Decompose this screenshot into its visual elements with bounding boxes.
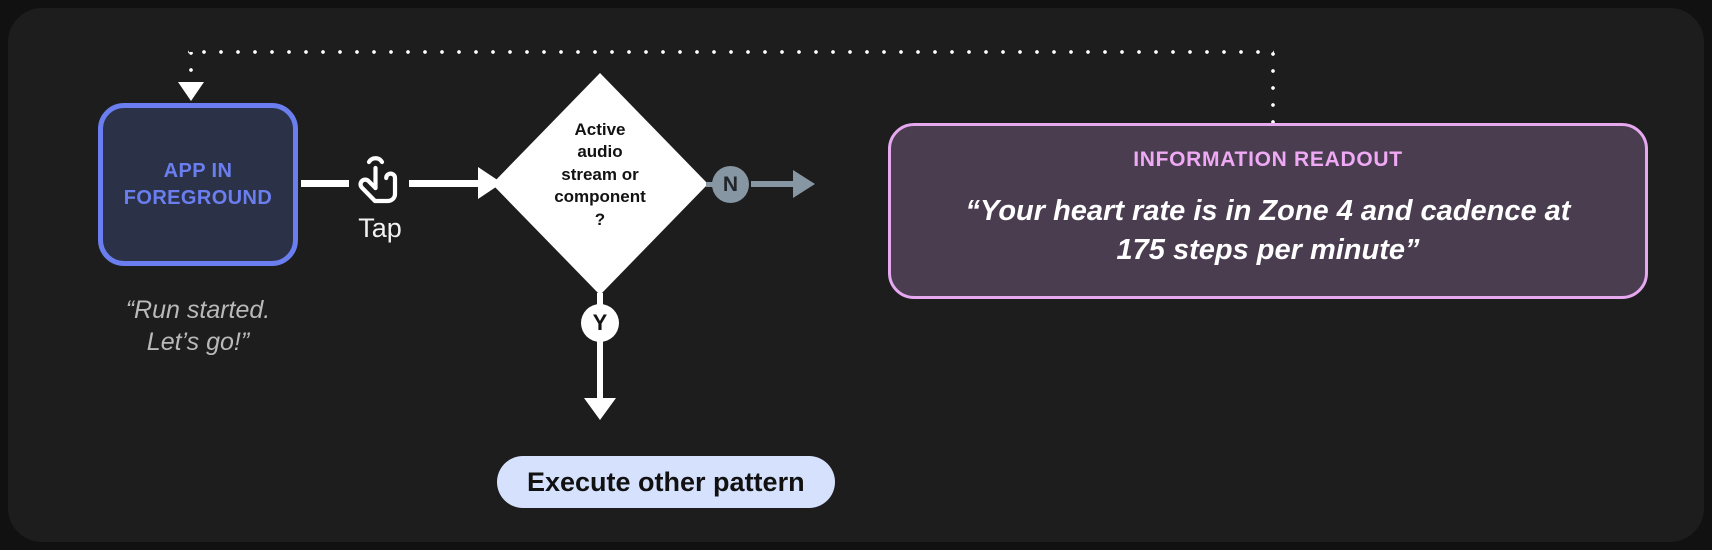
- yes-branch-line-top: [597, 293, 603, 307]
- diagram-canvas: APP IN FOREGROUND “Run started. Let’s go…: [8, 8, 1704, 542]
- readout-body: “Your heart rate is in Zone 4 and cadenc…: [938, 192, 1598, 270]
- tap-hand-icon: [349, 148, 409, 210]
- app-caption-line1: “Run started.: [125, 296, 271, 324]
- node-app-in-foreground[interactable]: APP IN FOREGROUND: [98, 103, 298, 266]
- app-node-label-line2: FOREGROUND: [123, 186, 273, 209]
- node-decision-active-audio[interactable]: Active audio stream or component ?: [492, 73, 708, 295]
- feedback-arrowhead-icon: [178, 82, 204, 101]
- decision-label: Active audio stream or component ?: [520, 119, 680, 231]
- readout-body-line2: 175 steps per minute”: [1116, 233, 1420, 266]
- feedback-path-vertical-left: [188, 52, 194, 88]
- readout-body-line1: “Your heart rate is in Zone 4 and cadenc…: [965, 195, 1571, 227]
- app-caption-line2: Let’s go!”: [146, 328, 250, 356]
- yes-branch-line-bottom: [597, 340, 603, 402]
- yes-branch-arrowhead-icon: [584, 398, 616, 420]
- app-node-caption: “Run started. Let’s go!”: [78, 294, 318, 358]
- tap-edge-segment-left: [301, 180, 349, 187]
- decision-label-line2: audio: [577, 142, 623, 162]
- feedback-path-horizontal: [188, 49, 1274, 55]
- app-node-label-line1: APP IN: [163, 159, 233, 182]
- no-branch-badge: N: [712, 166, 749, 203]
- decision-label-line5: ?: [594, 209, 606, 229]
- node-information-readout[interactable]: INFORMATION READOUT “Your heart rate is …: [888, 123, 1648, 299]
- decision-label-line4: component: [554, 187, 646, 207]
- readout-title: INFORMATION READOUT: [1133, 148, 1403, 171]
- yes-branch-badge: Y: [581, 304, 619, 342]
- node-execute-other-pattern[interactable]: Execute other pattern: [497, 456, 835, 508]
- tap-edge-label: Tap: [358, 213, 402, 243]
- tap-edge-segment-right: [409, 180, 481, 187]
- no-branch-line: [751, 181, 795, 187]
- decision-label-line1: Active: [574, 120, 626, 139]
- feedback-path-vertical-right: [1270, 52, 1276, 124]
- app-node-label: APP IN FOREGROUND: [124, 158, 272, 212]
- no-branch-arrowhead-icon: [793, 170, 815, 198]
- decision-label-line3: stream or: [561, 164, 639, 184]
